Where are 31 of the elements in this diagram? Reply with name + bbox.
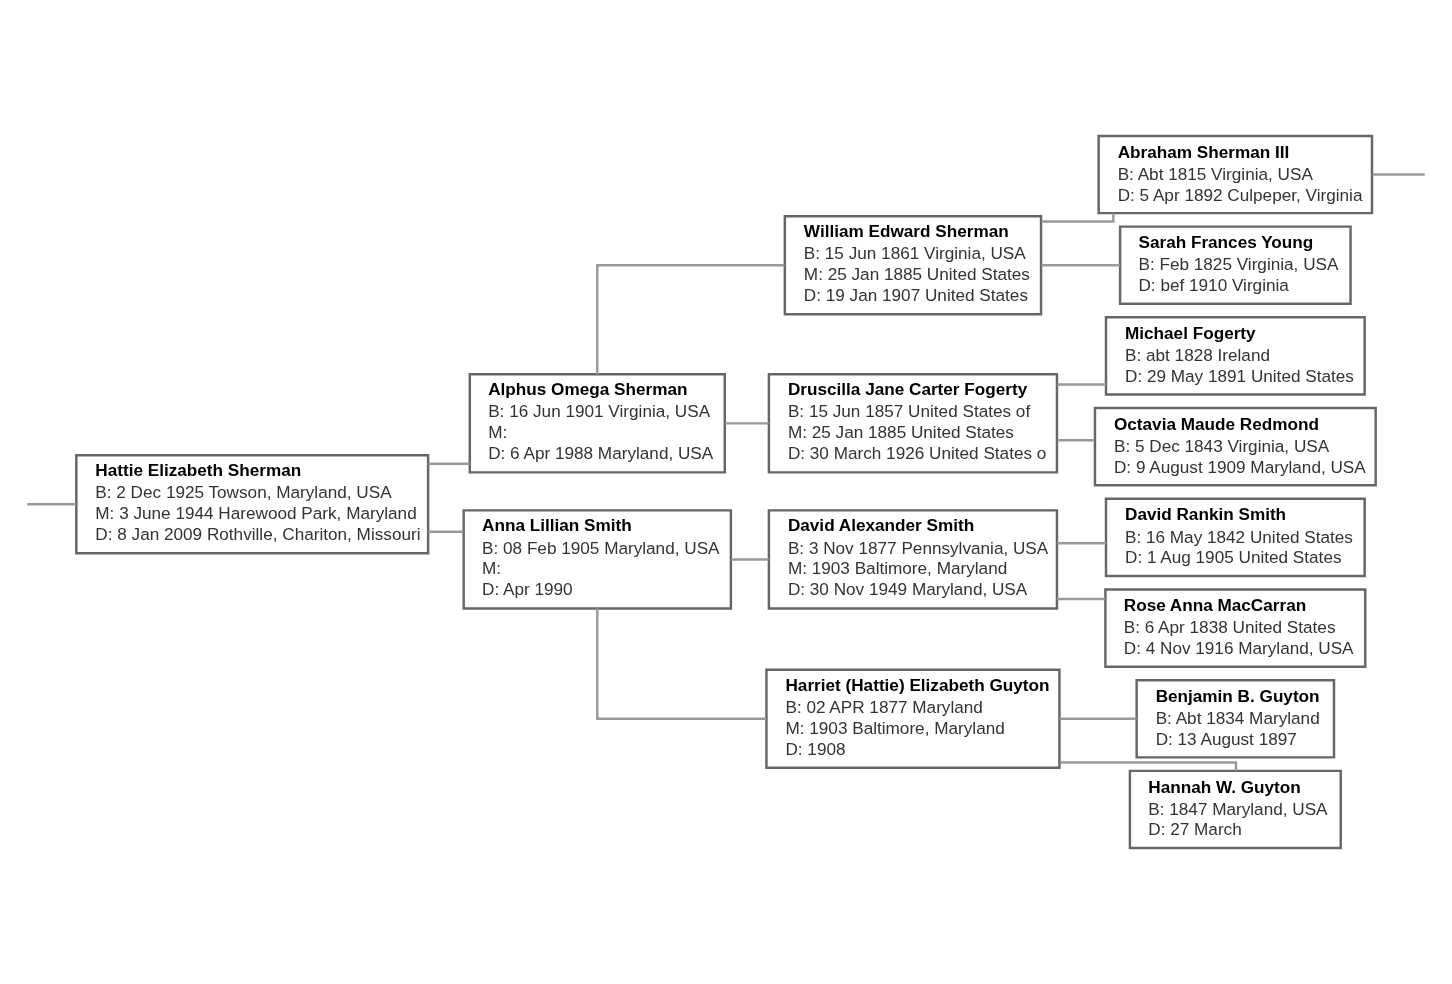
node-box: Harriet (Hattie) Elizabeth Guyton B: 02 APR 1877 Maryland M: 1903 Baltimore, Maryland D: 1908	[765, 668, 1061, 770]
connector	[596, 608, 767, 720]
connector	[1041, 213, 1115, 223]
connector	[428, 530, 464, 534]
connector	[1057, 383, 1106, 386]
node-box: Abraham Sherman III B: Abt 1815 Virginia, USA D: 5 Apr 1892 Culpeper, Virginia	[1097, 134, 1374, 215]
connector	[1059, 717, 1137, 720]
connector	[27, 503, 77, 506]
connector	[725, 422, 769, 425]
node-box: Octavia Maude Redmond B: 5 Dec 1843 Virginia, USA D: 9 August 1909 Maryland, USA	[1093, 406, 1377, 487]
node-box: Sarah Frances Young B: Feb 1825 Virginia, USA D: bef 1910 Virginia	[1118, 225, 1352, 306]
node-box: Alphus Omega Sherman B: 16 Jun 1901 Virginia, USA M: D: 6 Apr 1988 Maryland, USA	[468, 373, 726, 474]
node-box: William Edward Sherman B: 15 Jun 1861 Virginia, USA M: 25 Jan 1885 United States D: 19 Jan 1907 United States	[783, 214, 1043, 316]
node-box: David Rankin Smith B: 16 May 1842 United States D: 1 Aug 1905 United States	[1104, 497, 1366, 578]
node-box: Benjamin B. Guyton B: Abt 1834 Maryland D: 13 August 1897	[1135, 678, 1336, 759]
connector	[1059, 761, 1238, 771]
connector	[1057, 439, 1095, 442]
node-box: Hattie Elizabeth Sherman B: 2 Dec 1925 Towson, Maryland, USA M: 3 June 1944 Harewood Park, Maryland D: 8 Jan 2009 Rothville, Chariton, Missouri	[75, 454, 430, 555]
connector	[731, 558, 769, 561]
node-box: Rose Anna MacCarran B: 6 Apr 1838 United States D: 4 Nov 1916 Maryland, USA	[1104, 588, 1367, 668]
node-box: Hannah W. Guyton B: 1847 Maryland, USA D: 27 March	[1128, 769, 1342, 850]
node-box: Anna Lillian Smith B: 08 Feb 1905 Maryland, USA M: D: Apr 1990	[462, 509, 733, 610]
node-box: Druscilla Jane Carter Fogerty B: 15 Jun 1857 United States of M: 25 Jan 1885 United States D: 30 March 1926 United States o	[767, 373, 1059, 474]
connector	[428, 462, 470, 466]
connector	[1057, 541, 1106, 545]
node-box: David Alexander Smith B: 3 Nov 1877 Pennsylvania, USA M: 1903 Baltimore, Maryland D: 30 Nov 1949 Maryland, USA	[767, 509, 1059, 610]
connector	[1057, 597, 1105, 601]
connector	[596, 264, 785, 375]
connector	[1041, 264, 1120, 267]
node-box: Michael Fogerty B: abt 1828 Ireland D: 29 May 1891 United States	[1104, 316, 1366, 396]
connector	[1372, 173, 1425, 176]
